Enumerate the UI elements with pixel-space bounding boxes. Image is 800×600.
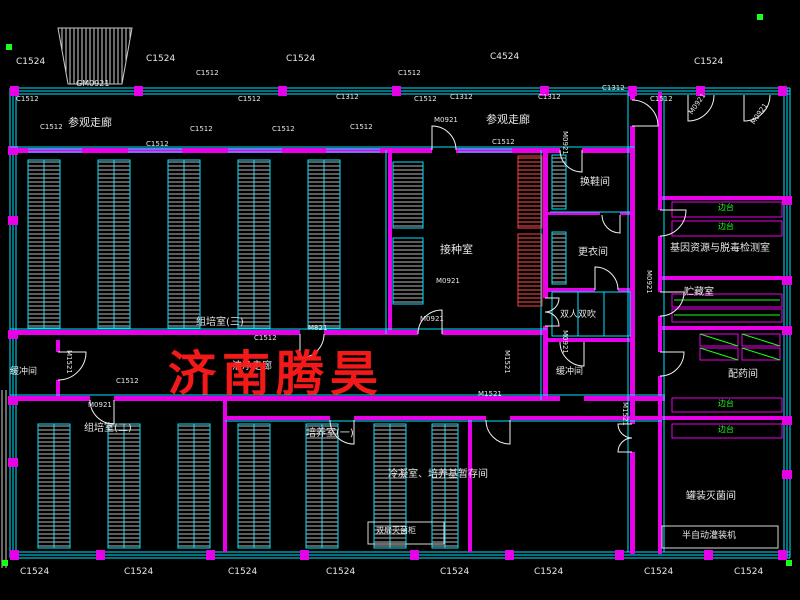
equipment-label: 双扉灭菌柜 [376, 526, 416, 535]
door-label: M0921 [420, 315, 444, 323]
entrance-ramp [0, 27, 133, 568]
window-label: C1512 [492, 138, 515, 146]
window-label: C1512 [398, 69, 421, 77]
room-label: 贮藏室 [684, 287, 714, 298]
window-label: C1524 [16, 57, 46, 67]
window-label: C1524 [228, 567, 258, 577]
window-label: C1524 [694, 57, 724, 67]
bench-label: 边台 [718, 399, 734, 408]
window-label: C1512 [238, 95, 261, 103]
window-label: C1512 [146, 140, 169, 148]
window-label: C1524 [286, 54, 316, 64]
window-label: C1512 [650, 95, 673, 103]
watermark-text: 济南腾昊 [168, 346, 385, 402]
window-label: C1524 [644, 567, 674, 577]
equipment-boxes [367, 521, 779, 549]
room-label: 接种室 [440, 243, 473, 256]
bench-label: 边台 [718, 425, 734, 434]
room-label: 组培室(二) [84, 423, 132, 434]
window-label: C1524 [124, 567, 154, 577]
equipment-label: 半自动灌装机 [682, 531, 737, 541]
door-arcs [57, 94, 771, 453]
bench-marks [674, 299, 781, 361]
room-label: 配药间 [728, 369, 758, 380]
room-label: 培养室(一) [306, 428, 354, 439]
window-label: C1312 [450, 93, 473, 101]
door-label: M1521 [65, 350, 73, 374]
window-label: C1512 [116, 377, 139, 385]
door-label: M0921 [561, 330, 569, 354]
room-label: 缓冲间 [10, 367, 38, 377]
room-label: 参观走廊 [486, 113, 530, 126]
window-label: C1524 [326, 567, 356, 577]
window-label: C1512 [414, 95, 437, 103]
room-label: 罐装灭菌间 [686, 491, 736, 502]
room-label: 基因资源与脱毒检测室 [670, 243, 770, 254]
window-label: C1524 [734, 567, 764, 577]
window-label: C1524 [20, 567, 50, 577]
room-label: 缓冲间 [556, 367, 584, 377]
window-label: C1524 [440, 567, 470, 577]
bench-label: 边台 [718, 222, 734, 231]
window-label: C1312 [538, 93, 561, 101]
window-label: C1512 [40, 123, 63, 131]
door-label: GM0921 [76, 79, 110, 88]
room-label: 组培室(三) [196, 317, 244, 328]
window-label: C1512 [16, 95, 39, 103]
window-label: C1524 [534, 567, 564, 577]
door-label: M0921 [88, 401, 112, 409]
window-label: C1512 [196, 69, 219, 77]
window-label: C1512 [350, 123, 373, 131]
door-label: M1521 [503, 350, 511, 374]
room-label: 更衣间 [578, 247, 608, 258]
interior-walls [8, 86, 792, 560]
door-label: M1521 [478, 390, 502, 398]
room-label: 参观走廊 [68, 116, 112, 129]
room-label: 冷凝室、培养基暂存间 [388, 469, 488, 480]
clean-bench-units [517, 155, 543, 307]
room-label: 换鞋间 [580, 177, 610, 188]
side-benches [671, 201, 783, 439]
door-label: M0921 [749, 101, 770, 127]
culture-racks [27, 154, 567, 549]
window-label: C1524 [146, 54, 176, 64]
door-label: M821 [308, 324, 328, 332]
window-label: C1512 [272, 125, 295, 133]
door-label: M0921 [561, 131, 569, 155]
room-label: 双人双吹 [560, 310, 597, 320]
axis-markers [2, 14, 792, 566]
window-label: C1312 [336, 93, 359, 101]
room-label: 洁净走廊 [232, 361, 272, 372]
window-label: C1512 [190, 125, 213, 133]
window-label: C1312 [602, 84, 625, 92]
door-openings [55, 100, 663, 452]
door-label: M0921 [687, 91, 708, 117]
door-label: M0921 [434, 116, 458, 124]
window-label: C1512 [254, 334, 277, 342]
door-label: M1521 [621, 402, 629, 426]
bench-label: 边台 [718, 203, 734, 212]
door-label: M0921 [645, 270, 653, 294]
window-label: C4524 [490, 52, 520, 62]
door-label: M0921 [436, 277, 460, 285]
